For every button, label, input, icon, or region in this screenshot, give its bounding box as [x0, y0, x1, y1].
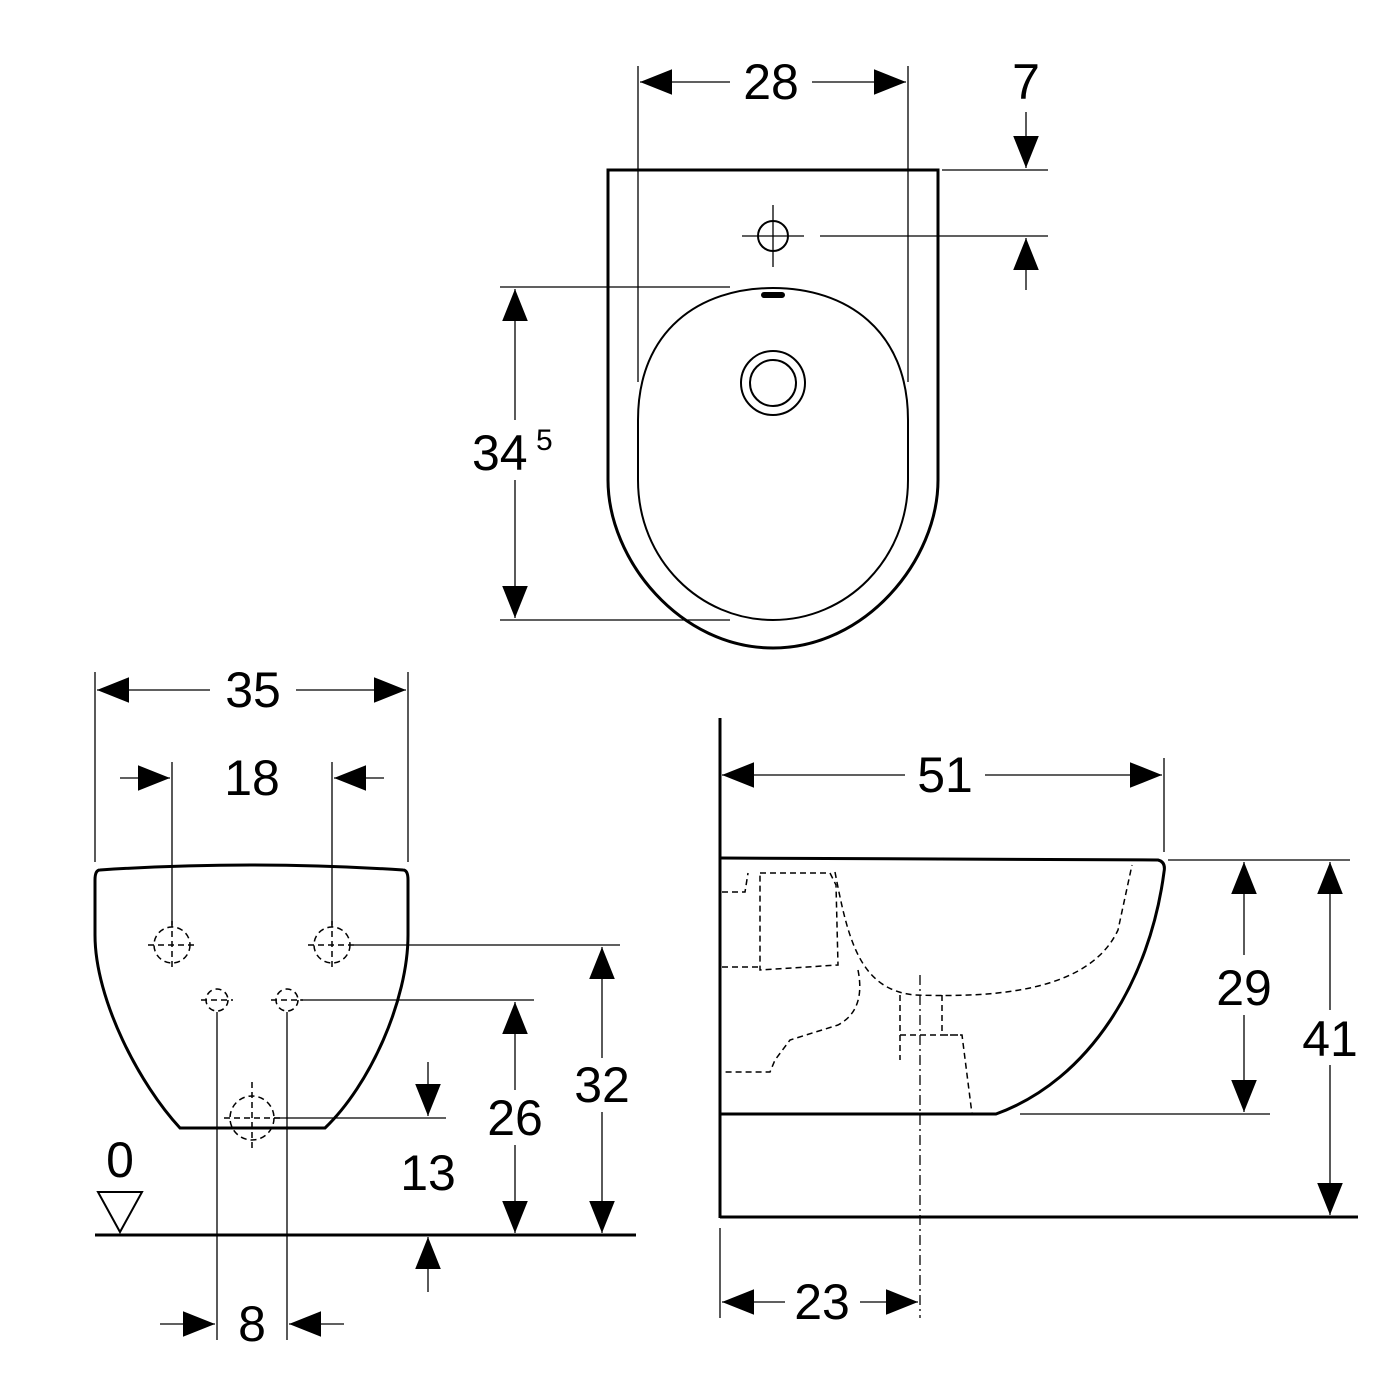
top-view: 28 7 34 5 [472, 54, 1048, 650]
side-view: 51 23 29 41 [718, 718, 1358, 1330]
outlet-hole [224, 1082, 280, 1152]
dim-tap-offset-7: 7 [1012, 54, 1040, 110]
front-view-outline [93, 863, 410, 1130]
floor-level-triangle [96, 1191, 144, 1235]
floor-level-0: 0 [106, 1132, 134, 1188]
front-view: 35 18 8 0 13 26 32 [93, 662, 636, 1352]
dim-fixing-height-32: 32 [574, 1057, 630, 1113]
supply-hole-left [201, 988, 233, 1012]
drain-inner-circle [749, 359, 797, 407]
outlet-hidden [899, 995, 973, 1115]
dim-outlet-projection-23: 23 [794, 1274, 850, 1330]
dim-supply-height-26: 26 [487, 1090, 543, 1146]
top-view-bowl-rim [637, 286, 909, 622]
fixing-hole-left [148, 921, 196, 969]
dim-bowl-height-29: 29 [1216, 960, 1272, 1016]
dim-depth-51: 51 [917, 747, 973, 803]
dim-supply-spacing-8: 8 [238, 1296, 266, 1352]
top-view-outline [606, 168, 940, 650]
dim-width-35: 35 [225, 662, 281, 718]
pipe-hidden-3 [722, 872, 749, 893]
dim-width-28: 28 [743, 54, 799, 110]
dim-bowl-length-34: 34 [472, 425, 528, 481]
supply-hole-right [271, 988, 303, 1012]
dim-outlet-height-13: 13 [400, 1145, 456, 1201]
cistern-hidden [759, 872, 839, 971]
dim-total-height-41: 41 [1302, 1011, 1358, 1067]
pipe-hidden-1 [722, 969, 861, 1073]
dim-fixing-spacing-18: 18 [224, 750, 280, 806]
side-view-outline [719, 856, 1166, 1116]
fixing-hole-right [308, 921, 356, 969]
dim-bowl-length-superscript: 5 [536, 424, 553, 457]
drain-outer-circle [740, 350, 806, 416]
overflow-slot [761, 292, 785, 298]
inner-bowl-hidden [834, 864, 1133, 997]
